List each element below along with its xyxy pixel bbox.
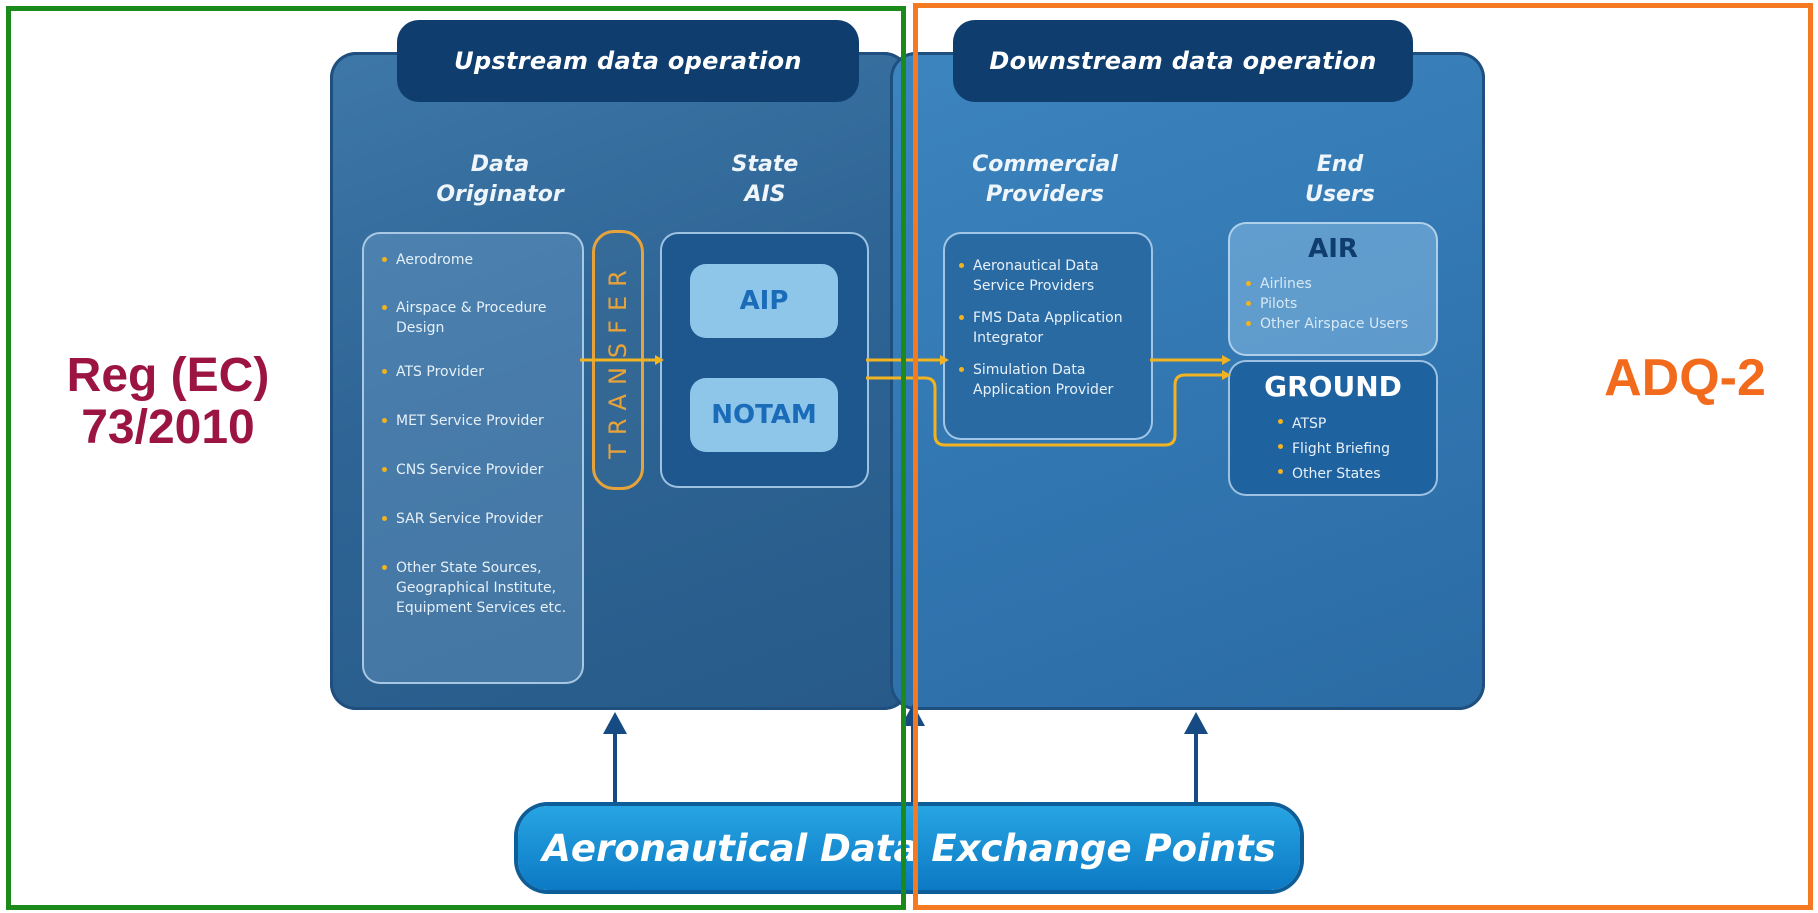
list-item: Simulation Data Application Provider [959,360,1147,400]
originator-list: Aerodrome Airspace & Procedure Design AT… [382,250,572,618]
list-item: FMS Data Application Integrator [959,308,1147,348]
list-item: ATS Provider [382,362,572,382]
arrowhead [1222,370,1231,380]
upstream-tab: Upstream data operation [397,20,859,102]
notam-pill: NOTAM [690,378,838,452]
exchange-points-bar: Aeronautical Data Exchange Points [518,806,1300,890]
state-ais-box: AIP NOTAM [660,232,869,488]
list-item: Other States [1278,462,1428,487]
list-item: Flight Briefing [1278,437,1428,462]
list-item: Aerodrome [382,250,572,270]
adq2-label: ADQ-2 [1604,349,1766,407]
reg-ec-label: Reg (EC) 73/2010 [48,350,288,454]
list-item: Pilots [1246,294,1436,314]
list-item: Airlines [1246,274,1436,294]
eu-regulation-scope-frame [6,6,906,910]
reg-ec-line1: Reg (EC) [66,349,270,402]
arrowhead [940,355,949,365]
ais-to-ground-line [866,373,1222,447]
list-item: MET Service Provider [382,411,572,431]
list-item: Other Airspace Users [1246,314,1436,334]
up-arrowhead [1184,712,1208,734]
list-item: Other State Sources, Geographical Instit… [382,558,572,618]
air-title: AIR [1308,234,1358,264]
commercial-providers-box: Aeronautical Data Service Providers FMS … [943,232,1153,440]
aip-pill: AIP [690,264,838,338]
list-item: CNS Service Provider [382,460,572,480]
data-originator-box: Aerodrome Airspace & Procedure Design AT… [362,232,584,684]
list-item: SAR Service Provider [382,509,572,529]
list-item: ATSP [1278,412,1428,437]
list-item: Airspace & Procedure Design [382,298,572,338]
arrowhead [655,355,664,365]
state-ais-heading: State AIS [731,152,799,207]
air-list: Airlines Pilots Other Airspace Users [1246,274,1436,334]
commercial-list: Aeronautical Data Service Providers FMS … [959,256,1147,400]
data-originator-heading: Data Originator [436,152,564,207]
adq2-scope-frame [913,3,1813,910]
ground-list: ATSP Flight Briefing Other States [1278,412,1428,487]
reg-ec-line2: 73/2010 [81,401,255,454]
arrowhead [1222,355,1231,365]
ground-users-box: GROUND ATSP Flight Briefing Other States [1228,360,1438,496]
downstream-tab: Downstream data operation [953,20,1413,102]
up-arrowhead [603,712,627,734]
air-users-box: AIR Airlines Pilots Other Airspace Users [1228,222,1438,356]
end-users-heading: End Users [1305,152,1375,207]
commercial-providers-heading: Commercial Providers [972,152,1118,207]
list-item: Aeronautical Data Service Providers [959,256,1147,296]
ground-title: GROUND [1264,370,1402,403]
